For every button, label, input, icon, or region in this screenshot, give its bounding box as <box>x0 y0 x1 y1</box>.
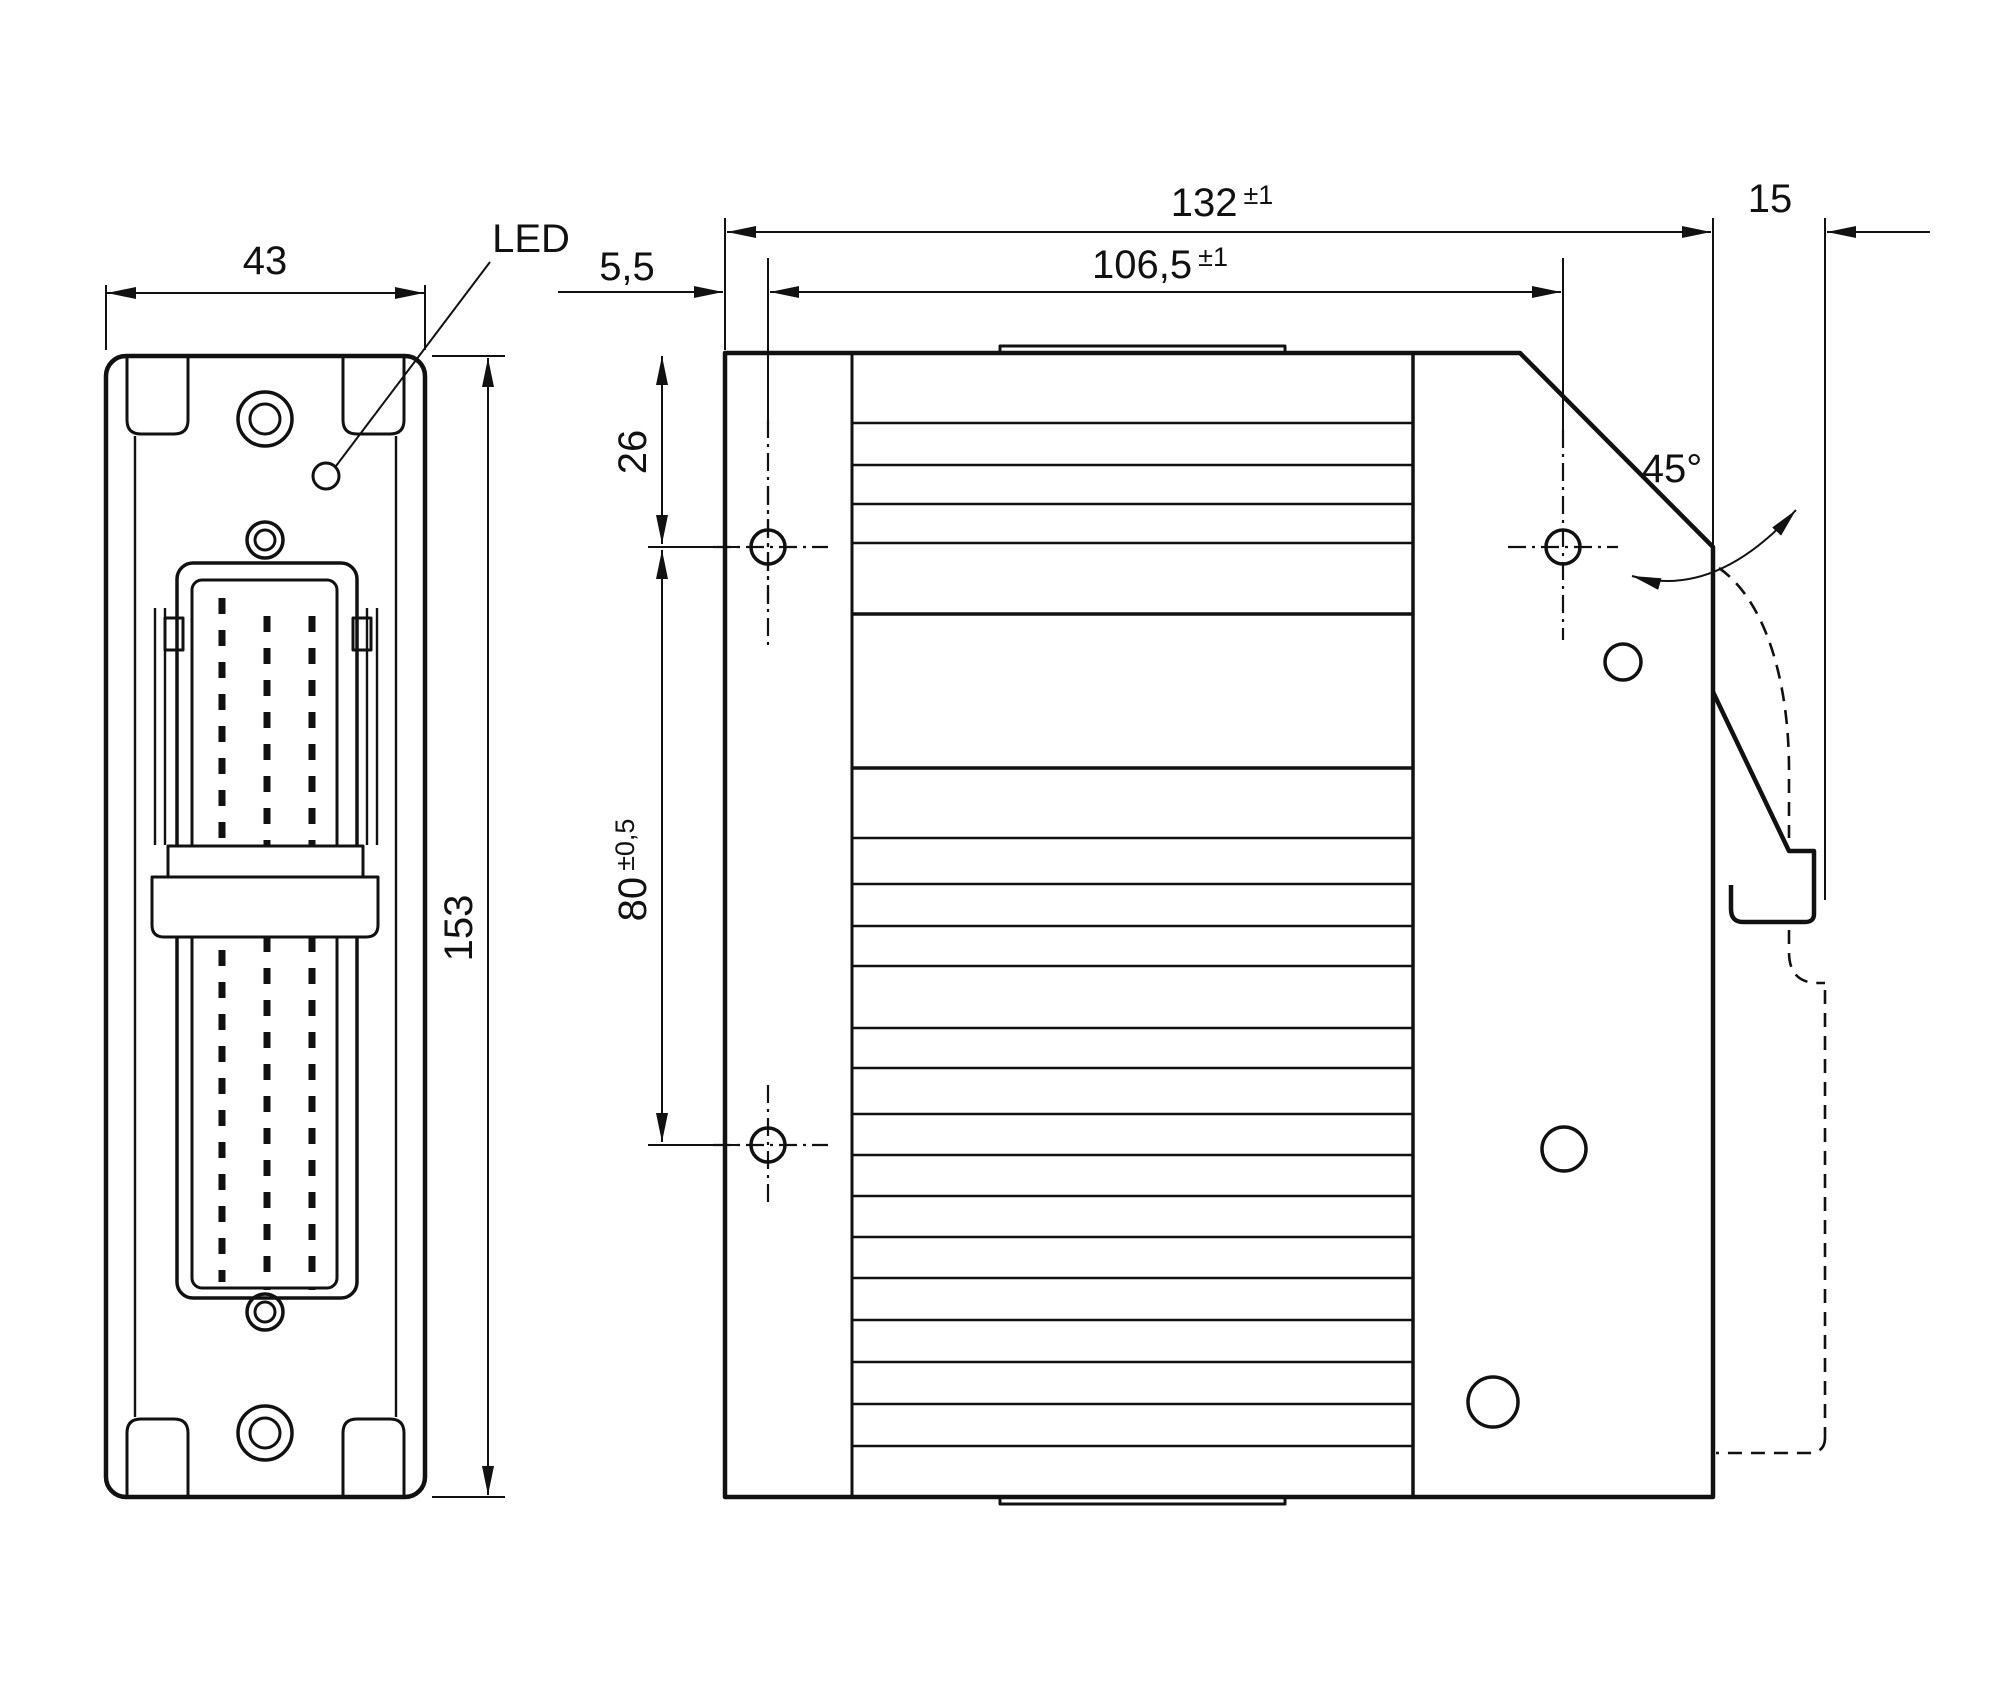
led-leader-line <box>335 261 491 467</box>
plate-hole-small <box>1603 642 1643 682</box>
led-label: LED <box>492 217 570 261</box>
mounting-hole-crosshair-right <box>1508 430 1618 640</box>
clamp-band-lower <box>150 875 380 939</box>
dim-overall-width-label: 132±1 <box>1171 180 1274 225</box>
pocket-top-right <box>341 358 406 436</box>
screw-hole-top <box>236 390 294 448</box>
latch-tab-right <box>351 616 373 652</box>
plate-hole-mid <box>1540 1125 1588 1173</box>
dim-din-depth-label: 15 <box>1748 177 1793 221</box>
screw-hole-lower-small <box>245 1292 285 1332</box>
led-indicator <box>311 461 341 491</box>
pocket-bottom-left <box>125 1417 190 1495</box>
latch-tab-left <box>163 616 185 652</box>
pocket-top-left <box>125 358 190 436</box>
dim-hole-offset-label: 26 <box>611 430 655 475</box>
dim-hole-spacing-label: 80±0,5 <box>610 819 655 922</box>
screw-hole-upper-small <box>245 520 285 560</box>
bottom-tab <box>998 1497 1287 1506</box>
mounting-hole-crosshair-bottom-left <box>713 1085 828 1205</box>
din-clip-released <box>1716 566 1827 1455</box>
heatsink-fins <box>852 421 1413 1448</box>
pocket-bottom-right <box>341 1417 406 1495</box>
front-body-outline <box>103 353 428 1500</box>
dim-inner-width-label: 106,5±1 <box>1092 242 1228 287</box>
plate-hole-large <box>1466 1375 1520 1429</box>
clamp-band-upper <box>166 844 365 879</box>
dim-front-height-label: 153 <box>437 895 481 962</box>
connector-pins <box>218 598 316 1290</box>
front-view <box>103 353 428 1500</box>
angle-arc-arrow <box>1631 509 1797 590</box>
din-clip-solid <box>1710 691 1817 925</box>
dim-front-width-label: 43 <box>243 239 288 283</box>
connector <box>150 561 380 1300</box>
dim-offset-label: 5,5 <box>599 245 655 289</box>
screw-hole-bottom <box>236 1404 294 1462</box>
side-body-outline <box>722 350 1716 1500</box>
angle-label: 45° <box>1642 447 1703 491</box>
top-tab <box>998 344 1287 353</box>
dimensions: 43 LED 153 5,5 106,5±1 132±1 15 26 <box>105 177 1930 1498</box>
side-view <box>713 344 1827 1506</box>
